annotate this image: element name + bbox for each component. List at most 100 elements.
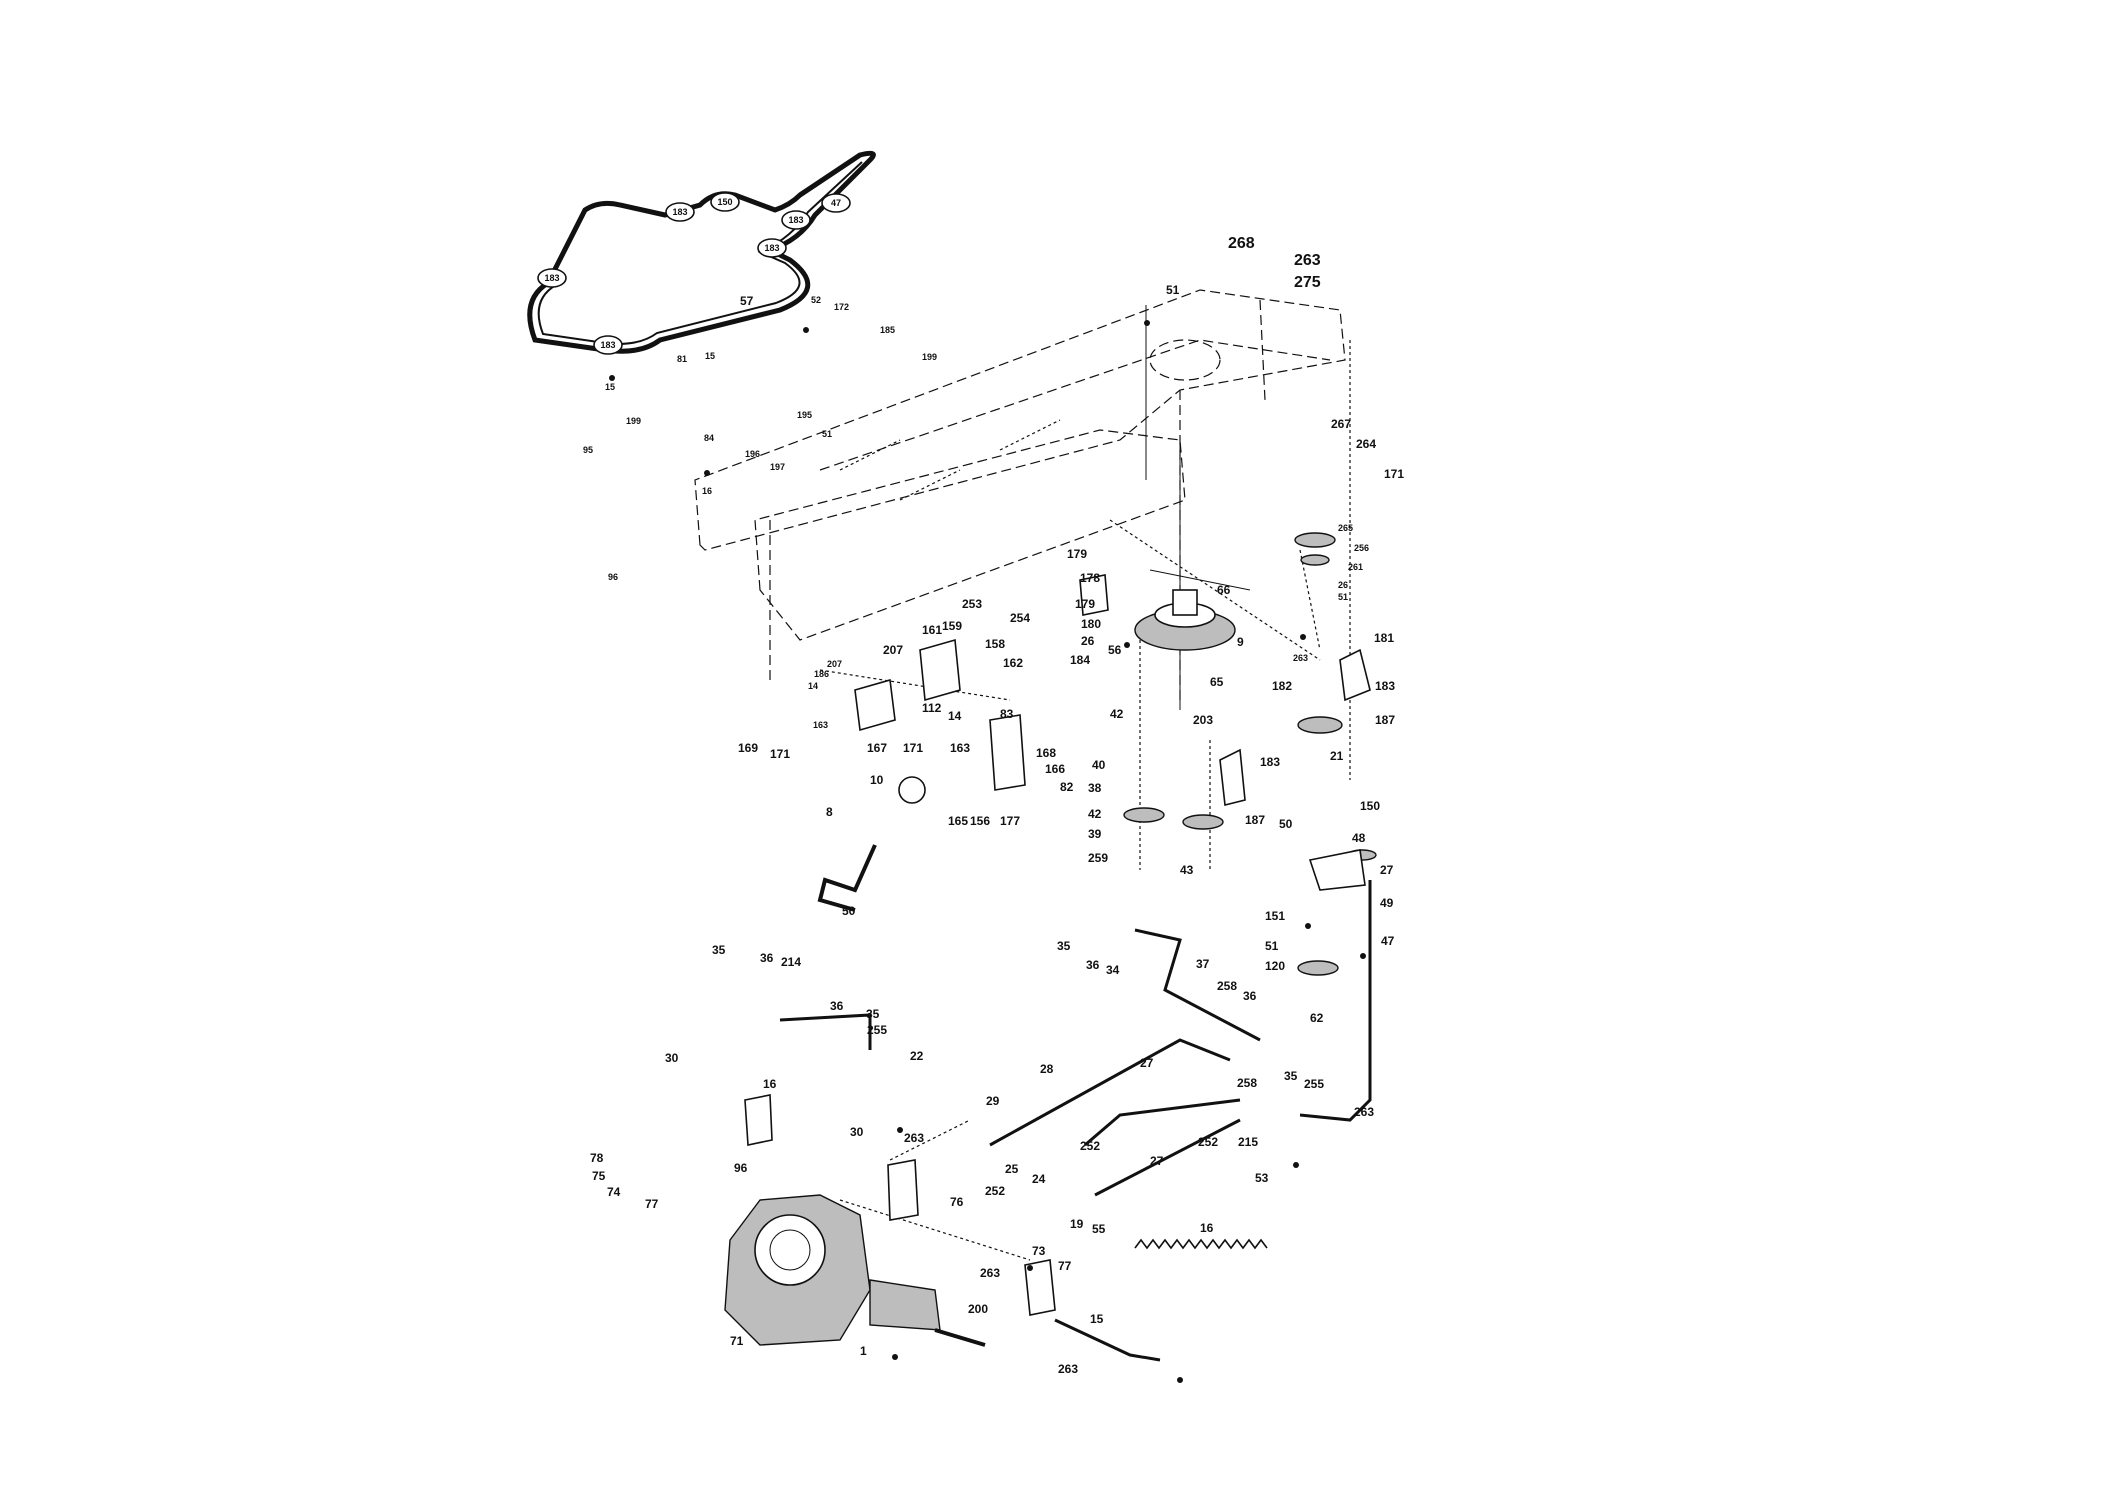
callout: 75 (592, 1169, 606, 1183)
callout: 34 (1106, 963, 1120, 977)
callout: 74 (607, 1185, 621, 1199)
callout: 50 (1279, 817, 1293, 831)
callout: 48 (1352, 831, 1366, 845)
callout: 179 (1067, 547, 1087, 561)
callout: 36 (760, 951, 774, 965)
callout: 263 (904, 1131, 924, 1145)
belt-pulley: 183 (665, 202, 695, 222)
callout: 178 (1080, 571, 1100, 585)
callout: 263 (1058, 1362, 1078, 1376)
callout: 15 (705, 351, 715, 361)
callout: 172 (834, 302, 849, 312)
callout: 177 (1000, 814, 1020, 828)
callout: 84 (704, 433, 714, 443)
callout: 195 (797, 410, 812, 420)
callout: 171 (903, 741, 923, 755)
callout: 35 (1057, 939, 1071, 953)
callout: 66 (1217, 583, 1231, 597)
callout: 199 (922, 352, 937, 362)
callout: 14 (808, 681, 818, 691)
callout: 200 (968, 1302, 988, 1316)
callout: 167 (867, 741, 887, 755)
callout: 264 (1356, 437, 1376, 451)
callout: 197 (770, 462, 785, 472)
callout: 263 (980, 1266, 1000, 1280)
transaxle (724, 1194, 986, 1347)
callout: 168 (1036, 746, 1056, 760)
callout: 35 (866, 1007, 880, 1021)
hardware (609, 320, 1366, 1383)
callout: 156 (970, 814, 990, 828)
callout: 51 (1265, 939, 1279, 953)
callout: 27 (1380, 863, 1394, 877)
belt-pulley-label: 183 (672, 207, 687, 217)
belt-pulley: 47 (821, 193, 851, 213)
callout: 169 (738, 741, 758, 755)
callout: 36 (1086, 958, 1100, 972)
callout: 50 (842, 904, 856, 918)
callout: 252 (1080, 1139, 1100, 1153)
callout: 9 (1237, 635, 1244, 649)
callout: 165 (948, 814, 968, 828)
belt-pulleys: 183 183 150 183 47 183 183 (537, 192, 851, 355)
callout: 159 (942, 619, 962, 633)
callout: 186 (814, 669, 829, 679)
callout: 10 (870, 773, 884, 787)
belt-pulley: 150 (710, 192, 740, 212)
callout-labels: 268 263 275 51 57 52 172 185 199 81 15 1… (583, 235, 1404, 1376)
callout: 96 (608, 572, 618, 582)
callout: 16 (763, 1077, 777, 1091)
belt-pulley-label: 183 (788, 215, 803, 225)
callout: 21 (1330, 749, 1344, 763)
callout: 183 (1260, 755, 1280, 769)
drive-belt (527, 150, 876, 354)
callout: 187 (1245, 813, 1265, 827)
shift-lever (817, 776, 926, 912)
belt-pulley: 183 (757, 238, 787, 258)
callout: 35 (712, 943, 726, 957)
tractor-frame (694, 289, 1346, 700)
callout: 120 (1265, 959, 1285, 973)
callout: 56 (1108, 643, 1122, 657)
belt-pulley-label: 150 (717, 197, 732, 207)
callout: 36 (1243, 989, 1257, 1003)
callout: 51 (822, 429, 832, 439)
callout: 83 (1000, 707, 1014, 721)
callout: 8 (826, 805, 833, 819)
callout: 163 (813, 720, 828, 730)
callout: 27 (1140, 1056, 1154, 1070)
callout: 26 (1338, 580, 1348, 590)
callout: 95 (583, 445, 593, 455)
callout: 76 (950, 1195, 964, 1209)
callout: 255 (867, 1023, 887, 1037)
callout: 77 (1058, 1259, 1072, 1273)
callout: 263 (1294, 252, 1321, 269)
callout: 73 (1032, 1244, 1046, 1258)
callout: 183 (1375, 679, 1395, 693)
callout: 263 (1354, 1105, 1374, 1119)
callout: 179 (1075, 597, 1095, 611)
belt-pulley-label: 47 (831, 198, 841, 208)
callout: 29 (986, 1094, 1000, 1108)
callout: 171 (1384, 467, 1404, 481)
callout: 265 (1338, 523, 1353, 533)
callout: 184 (1070, 653, 1090, 667)
callout: 163 (950, 741, 970, 755)
callout: 214 (781, 955, 801, 969)
callout: 112 (922, 701, 942, 715)
callout: 16 (1200, 1221, 1214, 1235)
callout: 57 (740, 294, 754, 308)
callout: 253 (962, 597, 982, 611)
callout: 182 (1272, 679, 1292, 693)
callout: 258 (1237, 1076, 1257, 1090)
belt-pulley-label: 183 (600, 340, 615, 350)
callout: 42 (1110, 707, 1124, 721)
idler-pulley-stack (1123, 532, 1377, 976)
callout: 207 (827, 659, 842, 669)
callout: 187 (1375, 713, 1395, 727)
callout: 256 (1354, 543, 1369, 553)
callout: 42 (1088, 807, 1102, 821)
callout: 268 (1228, 235, 1255, 252)
callout: 49 (1380, 896, 1394, 910)
